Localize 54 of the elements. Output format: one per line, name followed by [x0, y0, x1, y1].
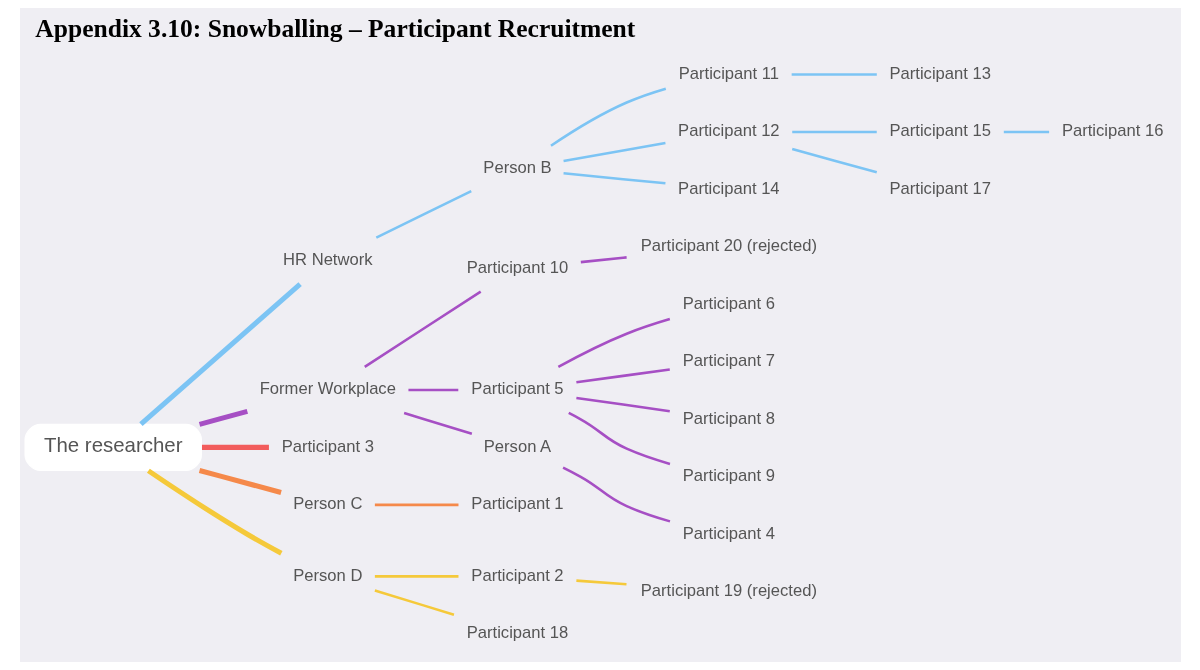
- connector: [575, 396, 670, 413]
- connector: [403, 411, 472, 435]
- node-text: Participant 19 (rejected): [640, 581, 817, 601]
- node-text: Participant 10: [466, 257, 568, 277]
- node-text: Participant 6: [682, 293, 775, 313]
- connector: [374, 503, 458, 507]
- node-text: Former Workplace: [259, 379, 396, 399]
- node-text: Person C: [292, 494, 362, 514]
- connector: [791, 130, 877, 134]
- diagram-title: Appendix 3.10: Snowballing – Participant Recruitment: [34, 14, 635, 44]
- connector: [567, 411, 670, 466]
- connector: [580, 256, 627, 264]
- node-text: Participant 7: [682, 351, 775, 371]
- connector: [549, 87, 666, 147]
- node-text: Person A: [483, 436, 551, 456]
- node-text: Participant 4: [682, 523, 775, 543]
- node-text: Participant 1: [470, 494, 564, 514]
- node-text: Participant 16: [1061, 121, 1163, 141]
- connector: [407, 388, 458, 392]
- node-text: Participant 13: [889, 63, 991, 83]
- connector: [201, 444, 269, 450]
- node-text: Participant 5: [470, 379, 564, 399]
- node-text: Participant 15: [889, 121, 991, 141]
- connector: [557, 317, 670, 369]
- node-text: Person D: [292, 565, 362, 585]
- node-box: The researcher: [23, 423, 202, 472]
- node-text: Participant 12: [677, 121, 780, 141]
- node-text: Participant 14: [677, 178, 780, 198]
- connector: [374, 589, 454, 616]
- connector: [375, 189, 472, 239]
- connector: [562, 141, 666, 163]
- node-text: HR Network: [282, 250, 373, 270]
- connector: [198, 408, 248, 427]
- node-text: Participant 8: [682, 408, 775, 428]
- connector: [138, 282, 302, 427]
- connector: [562, 466, 670, 523]
- connector: [575, 368, 670, 384]
- connector: [562, 172, 666, 185]
- node-text: Participant 9: [682, 466, 775, 486]
- node-text: Person B: [482, 158, 552, 178]
- node-text: Participant 20 (rejected): [640, 236, 817, 256]
- connector: [146, 468, 283, 556]
- connector: [198, 467, 282, 495]
- connector: [1003, 130, 1049, 134]
- connector: [791, 147, 877, 174]
- node-text: Participant 11: [678, 63, 779, 83]
- connector: [575, 579, 627, 586]
- node-text: Participant 18: [466, 623, 568, 643]
- node-text: Participant 17: [889, 178, 991, 198]
- connector: [363, 290, 481, 368]
- connector: [374, 575, 458, 578]
- node-text: Participant 2: [470, 565, 564, 585]
- connector: [791, 73, 877, 76]
- node-text: Participant 3: [281, 436, 374, 456]
